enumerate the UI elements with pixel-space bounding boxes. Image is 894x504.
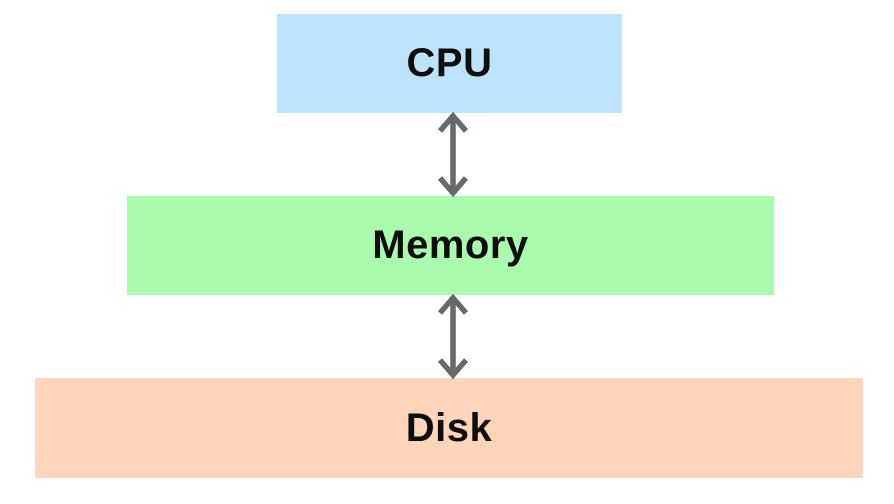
node-memory: Memory bbox=[127, 196, 774, 295]
node-memory-label: Memory bbox=[372, 223, 529, 267]
node-cpu: CPU bbox=[277, 14, 622, 113]
node-disk: Disk bbox=[35, 378, 863, 478]
memory-disk-double-arrow-icon bbox=[437, 293, 469, 380]
node-cpu-label: CPU bbox=[406, 41, 493, 85]
cpu-memory-double-arrow-icon bbox=[437, 111, 469, 198]
node-disk-label: Disk bbox=[405, 405, 493, 450]
